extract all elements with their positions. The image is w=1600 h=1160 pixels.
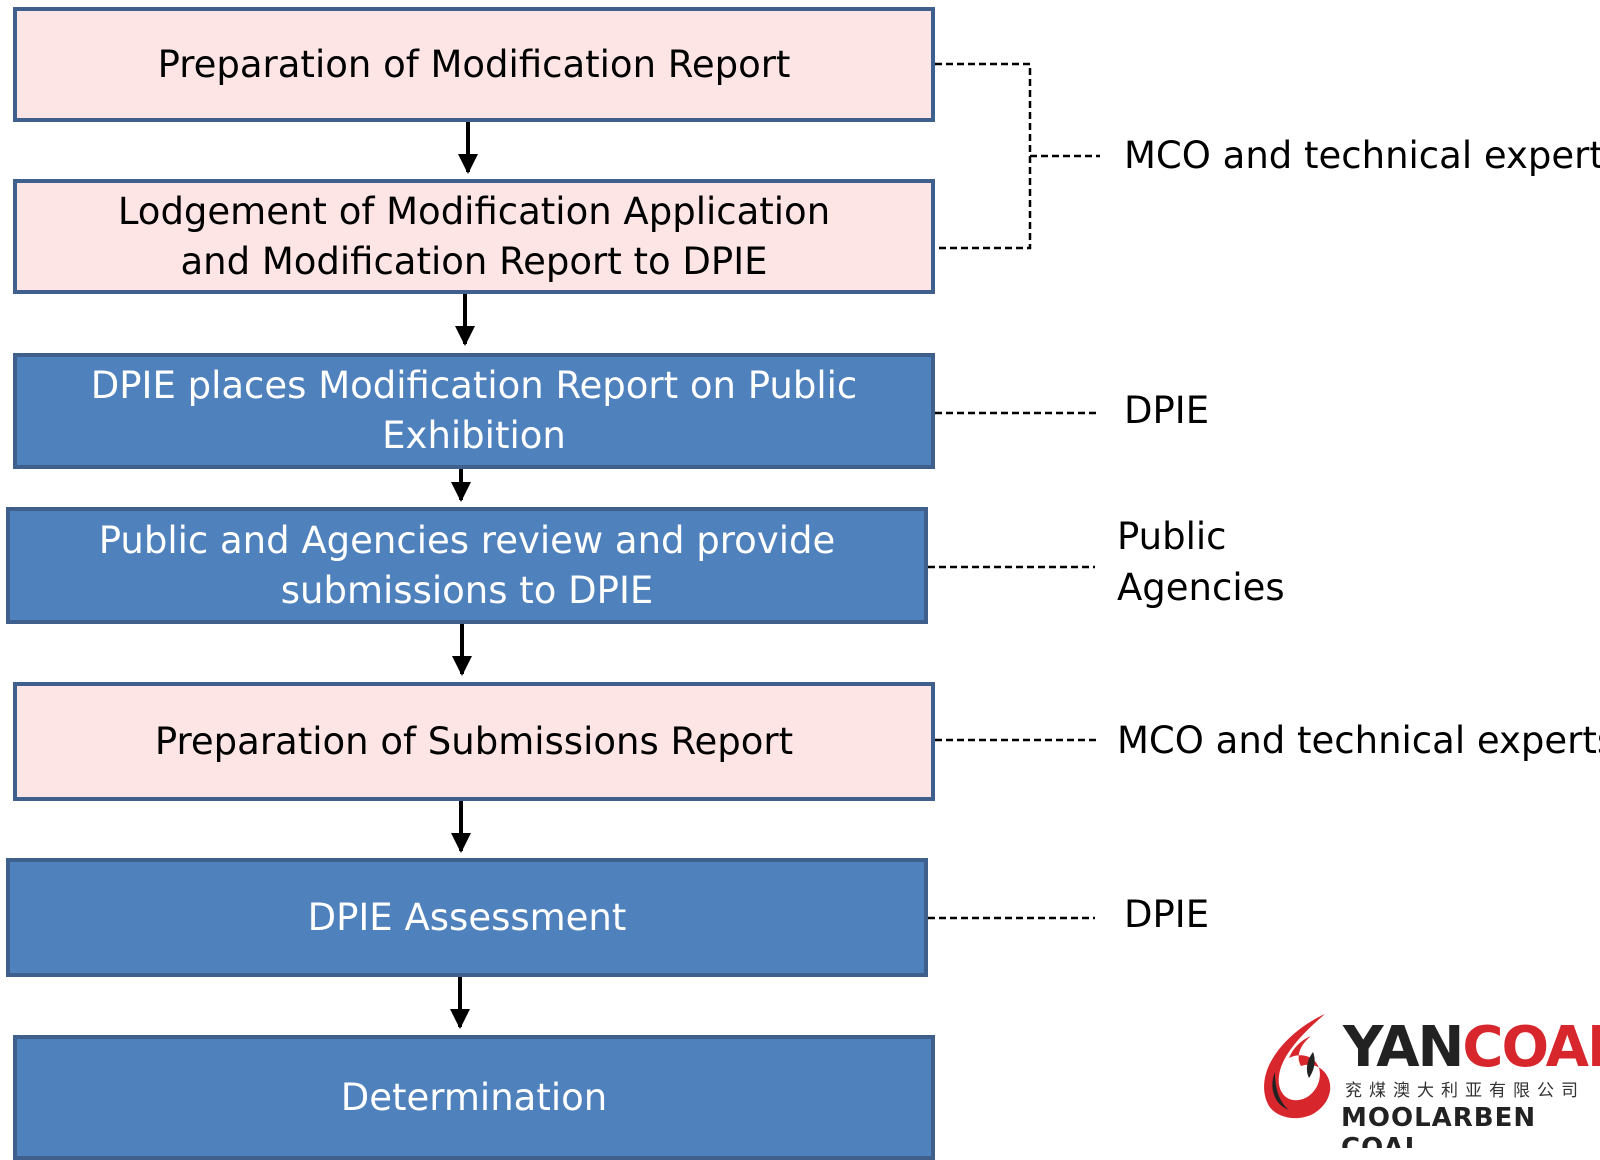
step-line: Public and Agencies review and provide [98,518,836,562]
step-preparation-submissions-report: Preparation of Submissions Report [13,682,935,801]
step-preparation-modification-report: Preparation of Modification Report [13,7,935,122]
label-dpie-assessment: DPIE [1124,893,1210,936]
step-review-submissions: Public and Agencies review and provide s… [6,507,928,624]
label-mco-top: MCO and technical experts [1124,134,1600,177]
bracket-mco-top [935,62,1032,250]
step-line: and Modification Report to DPIE [180,239,768,283]
step-line: Preparation of Modification Report [157,42,791,86]
label-public: Public [1117,515,1227,558]
logo-subtitle: MOOLARBEN COAL [1341,1103,1537,1148]
step-line: Preparation of Submissions Report [154,719,794,763]
step-determination: Determination [13,1035,935,1160]
logo-name-part2: COAL [1462,1015,1600,1080]
step-line: Lodgement of Modification Application [117,189,831,233]
step-line: submissions to DPIE [280,568,654,612]
logo-name-part1: YAN [1343,1015,1464,1080]
step-public-exhibition: DPIE places Modification Report on Publi… [13,353,935,469]
label-mco-submissions: MCO and technical experts [1117,719,1600,762]
label-agencies: Agencies [1117,566,1285,609]
step-lodgement: Lodgement of Modification Application an… [13,179,935,294]
label-dpie-exhibition: DPIE [1124,389,1210,432]
logo-chinese-name: 兖煤澳大利亚有限公司 [1345,1081,1585,1101]
step-dpie-assessment: DPIE Assessment [6,858,928,977]
step-line: Determination [340,1075,608,1119]
flame-emblem-icon [1264,1014,1331,1119]
step-line: DPIE Assessment [307,895,627,939]
step-line: Exhibition [382,414,566,457]
step-line: DPIE places Modification Report on Publi… [90,364,858,407]
yancoal-logo: YANCOAL 兖煤澳大利亚有限公司 MOOLARBEN COAL [1255,1010,1600,1148]
logo-wordmark: YANCOAL [1343,1016,1600,1080]
